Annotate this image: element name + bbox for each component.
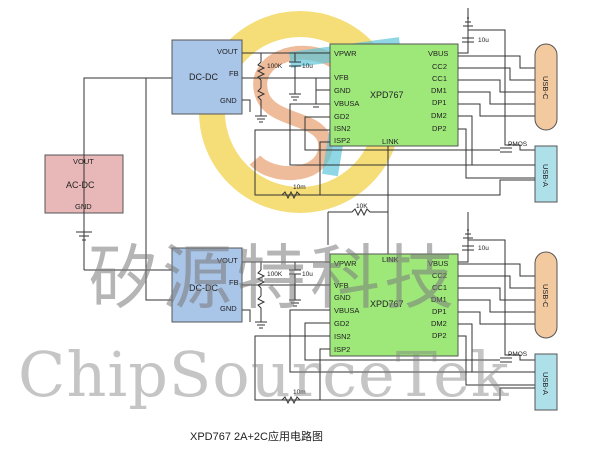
top-pin-isp2: ISP2 xyxy=(334,136,350,145)
link-resistor-value: 10K xyxy=(356,203,368,210)
bottom-usbc-connector xyxy=(534,251,558,339)
top-pin-gd2: GD2 xyxy=(334,112,349,121)
bottom-pin-dm2: DM2 xyxy=(431,319,447,328)
top-pin-vbusa: VBUSA xyxy=(334,99,359,108)
bottom-dcdc-label: DC-DC xyxy=(189,283,218,293)
bottom-pin-dp2: DP2 xyxy=(432,331,447,340)
top-pin-vbus: VBUS xyxy=(428,49,448,58)
top-xpd767-box xyxy=(329,43,459,147)
bottom-usba-connector xyxy=(534,353,558,411)
bottom-c-fb-value: 10u xyxy=(302,271,313,278)
bottom-c-vbus-value: 10u xyxy=(478,245,489,252)
bottom-dcdc-gnd: GND xyxy=(220,304,237,313)
top-pin-dp1: DP1 xyxy=(432,98,447,107)
top-pin-gnd: GND xyxy=(334,86,351,95)
top-pin-dp2: DP2 xyxy=(432,124,447,133)
bottom-pin-cc2: CC2 xyxy=(432,271,447,280)
top-usbc-label: USB-C xyxy=(541,76,550,100)
top-pin-vpwr: VPWR xyxy=(334,49,357,58)
top-pin-isn2: ISN2 xyxy=(334,124,351,133)
top-xpd767-label: XPD767 xyxy=(370,90,404,100)
bottom-pin-vfb: VFB xyxy=(334,281,349,290)
bottom-pin-isn2: ISN2 xyxy=(334,332,351,341)
bottom-pmos-label: PMOS xyxy=(508,351,528,358)
bottom-pin-dm1: DM1 xyxy=(431,295,447,304)
top-pin-dm1: DM1 xyxy=(431,86,447,95)
bottom-pin-vbus: VBUS xyxy=(428,259,448,268)
bottom-dcdc-box xyxy=(171,247,243,323)
bottom-pin-vpwr: VPWR xyxy=(334,259,357,268)
bottom-section: VOUT DC-DC FB GND XPD767 LINK VPWR VFB G… xyxy=(171,212,558,411)
top-dcdc-gnd: GND xyxy=(220,96,237,105)
top-dcdc-box xyxy=(171,39,243,115)
top-c-fb-value: 10u xyxy=(302,63,313,70)
logo-s-shape xyxy=(249,45,339,181)
bottom-dcdc-vout: VOUT xyxy=(217,256,238,265)
bottom-xpd767-label: XPD767 xyxy=(370,299,404,309)
bottom-pin-link: LINK xyxy=(382,255,399,264)
top-usbc-connector xyxy=(534,43,558,131)
top-r-fb-value: 100K xyxy=(267,63,283,70)
top-pin-vfb: VFB xyxy=(334,73,349,82)
top-section: VOUT DC-DC FB GND XPD767 VPWR VFB GND VB… xyxy=(171,8,558,203)
top-pin-dm2: DM2 xyxy=(431,111,447,120)
top-pin-cc2: CC2 xyxy=(432,62,447,71)
top-pmos-label: PMOS xyxy=(508,141,528,148)
top-pin-cc1: CC1 xyxy=(432,74,447,83)
watermark-english: ChipSourceTek xyxy=(18,338,509,411)
acdc-label: AC-DC xyxy=(66,180,95,190)
bottom-dcdc-fb: FB xyxy=(229,278,239,287)
top-usba-label: USB-A xyxy=(541,164,550,187)
bottom-pin-isp2: ISP2 xyxy=(334,345,350,354)
bottom-xpd767-box xyxy=(329,253,459,357)
figure-caption: XPD767 2A+2C应用电路图 xyxy=(190,429,323,443)
top-c-vbus-value: 10u xyxy=(478,37,489,44)
bottom-r-sense-value: 10m xyxy=(293,389,306,396)
bottom-pin-vbusa: VBUSA xyxy=(334,306,359,315)
top-dcdc-label: DC-DC xyxy=(189,72,218,82)
top-pin-link: LINK xyxy=(382,137,399,146)
bottom-r-fb-value: 100K xyxy=(267,271,283,278)
watermark-chinese: 矽源特科技 xyxy=(88,237,458,319)
bottom-usba-label: USB-A xyxy=(541,372,550,395)
bottom-pin-gd2: GD2 xyxy=(334,319,349,328)
top-r-sense-value: 10m xyxy=(293,184,306,191)
bottom-pin-dp1: DP1 xyxy=(432,307,447,316)
top-dcdc-fb: FB xyxy=(229,69,239,78)
bottom-usbc-label: USB-C xyxy=(541,284,550,308)
top-usba-connector xyxy=(534,145,558,203)
top-dcdc-vout: VOUT xyxy=(217,47,238,56)
bottom-pin-cc1: CC1 xyxy=(432,283,447,292)
bottom-pin-gnd: GND xyxy=(334,293,351,302)
